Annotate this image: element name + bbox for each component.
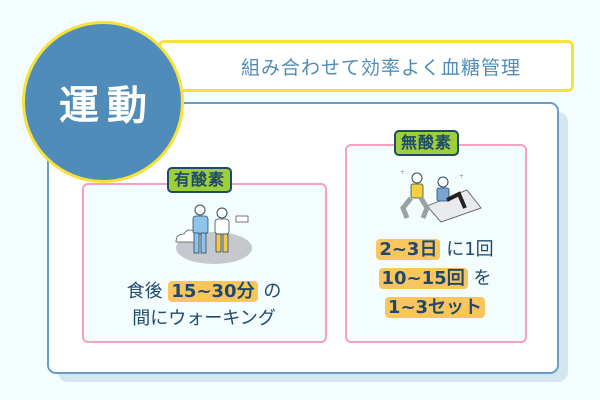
- aerobic-tag: 有酸素: [167, 167, 233, 193]
- svg-text:. +: . +: [455, 173, 464, 180]
- anaerobic-sets-highlight: 1~3セット: [384, 297, 486, 318]
- anaerobic-line-1: 2~3日 に1回: [346, 235, 524, 264]
- aerobic-duration-highlight: 15~30分: [168, 281, 258, 302]
- banner-text: 組み合わせて効率よく血糖管理: [240, 56, 521, 79]
- anaerobic-line-2: 10~15回 を: [346, 264, 524, 293]
- anaerobic-frequency-highlight: 2~3日: [376, 239, 441, 260]
- title-badge: 運動: [22, 21, 184, 183]
- anaerobic-line-1-suffix: に1回: [446, 239, 494, 260]
- aerobic-line-1-prefix: 食後: [126, 281, 163, 302]
- aerobic-line-2: 間にウォーキング: [84, 305, 324, 332]
- svg-text:+ .: + .: [400, 169, 409, 176]
- aerobic-description: 食後 15~30分 の 間にウォーキング: [84, 278, 324, 332]
- anaerobic-tag: 無酸素: [394, 130, 460, 156]
- anaerobic-reps-highlight: 10~15回: [378, 268, 468, 289]
- subtitle-banner: 組み合わせて効率よく血糖管理: [158, 40, 574, 92]
- anaerobic-line-3: 1~3セット: [346, 293, 524, 322]
- aerobic-line-1: 食後 15~30分 の: [84, 278, 324, 305]
- squat-situp-icon: + . . +: [400, 169, 482, 223]
- anaerobic-description: 2~3日 に1回 10~15回 を 1~3セット: [346, 235, 524, 322]
- title-badge-label: 運動: [59, 83, 155, 129]
- anaerobic-line-2-suffix: を: [473, 268, 492, 289]
- aerobic-line-1-suffix: の: [263, 281, 282, 302]
- walking-couple-icon: [175, 204, 252, 264]
- aerobic-line-2-text: 間にウォーキング: [132, 308, 276, 329]
